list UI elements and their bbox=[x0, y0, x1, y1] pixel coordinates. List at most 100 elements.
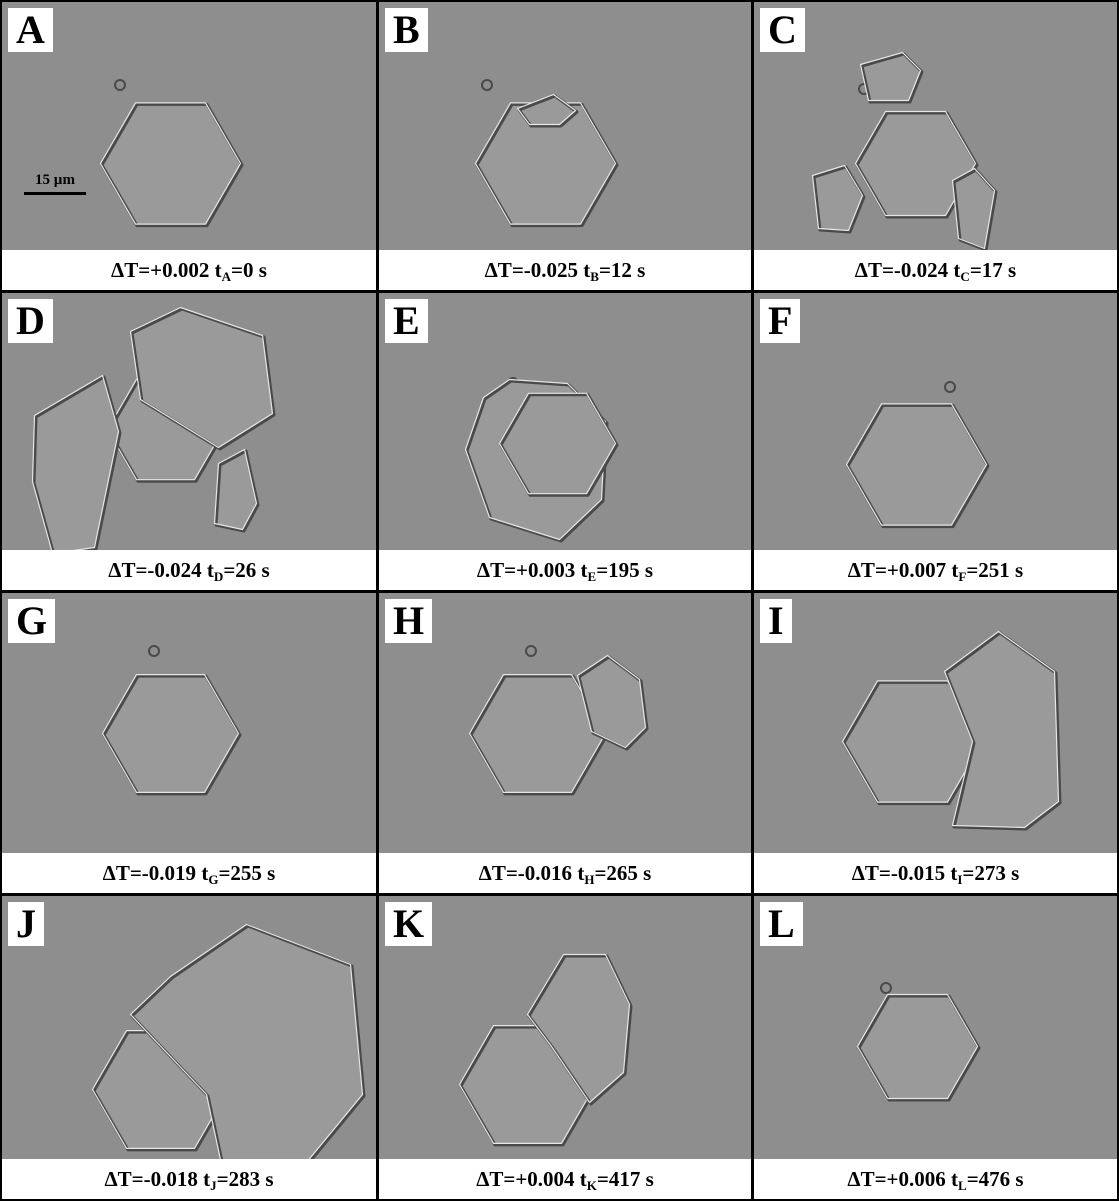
panel-letter: F bbox=[760, 299, 801, 343]
delta-t: ΔT=+0.002 bbox=[111, 258, 210, 282]
time-subscript: J bbox=[210, 1178, 217, 1193]
grown-tip-highlight bbox=[811, 164, 864, 232]
panel-letter: K bbox=[385, 902, 433, 946]
time-value: =26 s bbox=[223, 558, 270, 582]
panel-f: F ΔT=+0.007 tF=251 s bbox=[754, 293, 1117, 590]
hexagonal-crystal-highlight bbox=[474, 102, 617, 225]
time-value: =273 s bbox=[962, 861, 1020, 885]
micrograph-k bbox=[379, 896, 751, 1199]
panel-caption: ΔT=+0.002 tA=0 s bbox=[2, 250, 376, 290]
grown-tip-highlight bbox=[576, 654, 647, 749]
grown-tip bbox=[812, 165, 866, 234]
panel-letter: C bbox=[760, 8, 805, 52]
micrograph-c bbox=[754, 2, 1117, 290]
grown-tip bbox=[130, 924, 366, 1182]
time-subscript: I bbox=[957, 872, 963, 887]
grown-tip bbox=[860, 52, 924, 104]
time-value: =417 s bbox=[596, 1167, 654, 1191]
delta-t: ΔT=-0.018 bbox=[104, 1167, 198, 1191]
panel-letter: I bbox=[760, 599, 792, 643]
micrograph-l bbox=[754, 896, 1117, 1199]
panel-l: L ΔT=+0.006 tL=476 s bbox=[754, 896, 1117, 1199]
delta-t: ΔT=+0.007 bbox=[847, 558, 947, 582]
grown-tip bbox=[214, 449, 260, 533]
bubble bbox=[148, 645, 160, 657]
panel-b: B ΔT=-0.025 tB=12 s bbox=[379, 2, 751, 290]
time-subscript: C bbox=[960, 269, 970, 284]
delta-t: ΔT=-0.025 bbox=[484, 258, 579, 282]
panel-letter: D bbox=[8, 299, 53, 343]
micrograph-g bbox=[2, 593, 376, 893]
scale-bar: 15 µm bbox=[24, 172, 86, 195]
bubble bbox=[880, 982, 892, 994]
grown-tip-highlight bbox=[129, 306, 274, 449]
hexagonal-crystal-highlight bbox=[468, 673, 607, 793]
hexagonal-crystal-highlight bbox=[856, 993, 979, 1100]
panel-letter: L bbox=[760, 902, 803, 946]
time-value: =195 s bbox=[596, 558, 654, 582]
panel-letter: E bbox=[385, 299, 428, 343]
delta-t: ΔT=-0.016 bbox=[478, 861, 573, 885]
grown-tip-highlight bbox=[526, 953, 631, 1104]
delta-t: ΔT=-0.015 bbox=[851, 861, 946, 885]
grown-tip-highlight bbox=[31, 374, 120, 555]
time-subscript: F bbox=[958, 569, 967, 584]
panel-letter: H bbox=[385, 599, 433, 643]
panel-h: H ΔT=-0.016 tH=265 s bbox=[379, 593, 751, 893]
bubble bbox=[525, 645, 537, 657]
panel-caption: ΔT=+0.007 tF=251 s bbox=[754, 550, 1117, 590]
bubble bbox=[481, 79, 493, 91]
time-subscript: H bbox=[584, 872, 595, 887]
grown-tip-highlight bbox=[516, 93, 577, 126]
panel-c: C ΔT=-0.024 tC=17 s bbox=[754, 2, 1117, 290]
panel-caption: ΔT=-0.016 tH=265 s bbox=[379, 853, 751, 893]
time-value: =476 s bbox=[966, 1167, 1024, 1191]
hexagonal-crystal-highlight bbox=[845, 403, 988, 526]
panel-d: D ΔT=-0.024 tD=26 s bbox=[2, 293, 376, 590]
bubble bbox=[944, 381, 956, 393]
panel-letter: G bbox=[8, 599, 56, 643]
time-value: =17 s bbox=[969, 258, 1017, 282]
panel-k: K ΔT=+0.004 tK=417 s bbox=[379, 896, 751, 1199]
time-subscript: G bbox=[208, 872, 219, 887]
bubble bbox=[114, 79, 126, 91]
micrograph-i bbox=[754, 593, 1117, 893]
scale-bar-line bbox=[24, 192, 86, 195]
time-subscript: L bbox=[958, 1178, 967, 1193]
grown-tip bbox=[32, 375, 122, 557]
panel-letter: B bbox=[385, 8, 428, 52]
time-value: =0 s bbox=[231, 258, 267, 282]
panel-caption: ΔT=-0.024 tC=17 s bbox=[754, 250, 1117, 290]
micrograph-a bbox=[2, 2, 376, 290]
panel-e: E ΔT=+0.003 tE=195 s bbox=[379, 293, 751, 590]
micrograph-b bbox=[379, 2, 751, 290]
panel-caption: ΔT=-0.024 tD=26 s bbox=[2, 550, 376, 590]
time-subscript: A bbox=[221, 269, 232, 284]
micrograph-f bbox=[754, 293, 1117, 590]
grown-tip-highlight bbox=[129, 923, 364, 1180]
panel-caption: ΔT=+0.004 tK=417 s bbox=[379, 1159, 751, 1199]
inner-hexagon-highlight bbox=[498, 392, 617, 495]
grown-tip bbox=[952, 168, 998, 252]
panel-caption: ΔT=+0.003 tE=195 s bbox=[379, 550, 751, 590]
delta-t: ΔT=+0.003 bbox=[476, 558, 576, 582]
hexagonal-crystal-highlight bbox=[101, 673, 240, 793]
time-value: =265 s bbox=[594, 861, 652, 885]
time-subscript: B bbox=[590, 269, 599, 284]
panel-a: A 15 µm ΔT=+0.002 tA=0 s bbox=[2, 2, 376, 290]
time-value: =251 s bbox=[966, 558, 1024, 582]
panel-caption: ΔT=-0.018 tJ=283 s bbox=[2, 1159, 376, 1199]
hexagonal-crystal-highlight bbox=[854, 110, 977, 217]
micrograph-h bbox=[379, 593, 751, 893]
grown-tip-highlight bbox=[213, 448, 258, 531]
grown-tip-highlight bbox=[951, 167, 996, 250]
time-value: =283 s bbox=[216, 1167, 274, 1191]
hexagonal-crystal-highlight bbox=[99, 102, 242, 225]
panel-g: G ΔT=-0.019 tG=255 s bbox=[2, 593, 376, 893]
time-value: =255 s bbox=[218, 861, 276, 885]
panel-letter: A bbox=[8, 8, 53, 52]
grown-tip-highlight bbox=[859, 51, 922, 102]
panel-j: J ΔT=-0.018 tJ=283 s bbox=[2, 896, 376, 1199]
panel-caption: ΔT=-0.015 tI=273 s bbox=[754, 853, 1117, 893]
